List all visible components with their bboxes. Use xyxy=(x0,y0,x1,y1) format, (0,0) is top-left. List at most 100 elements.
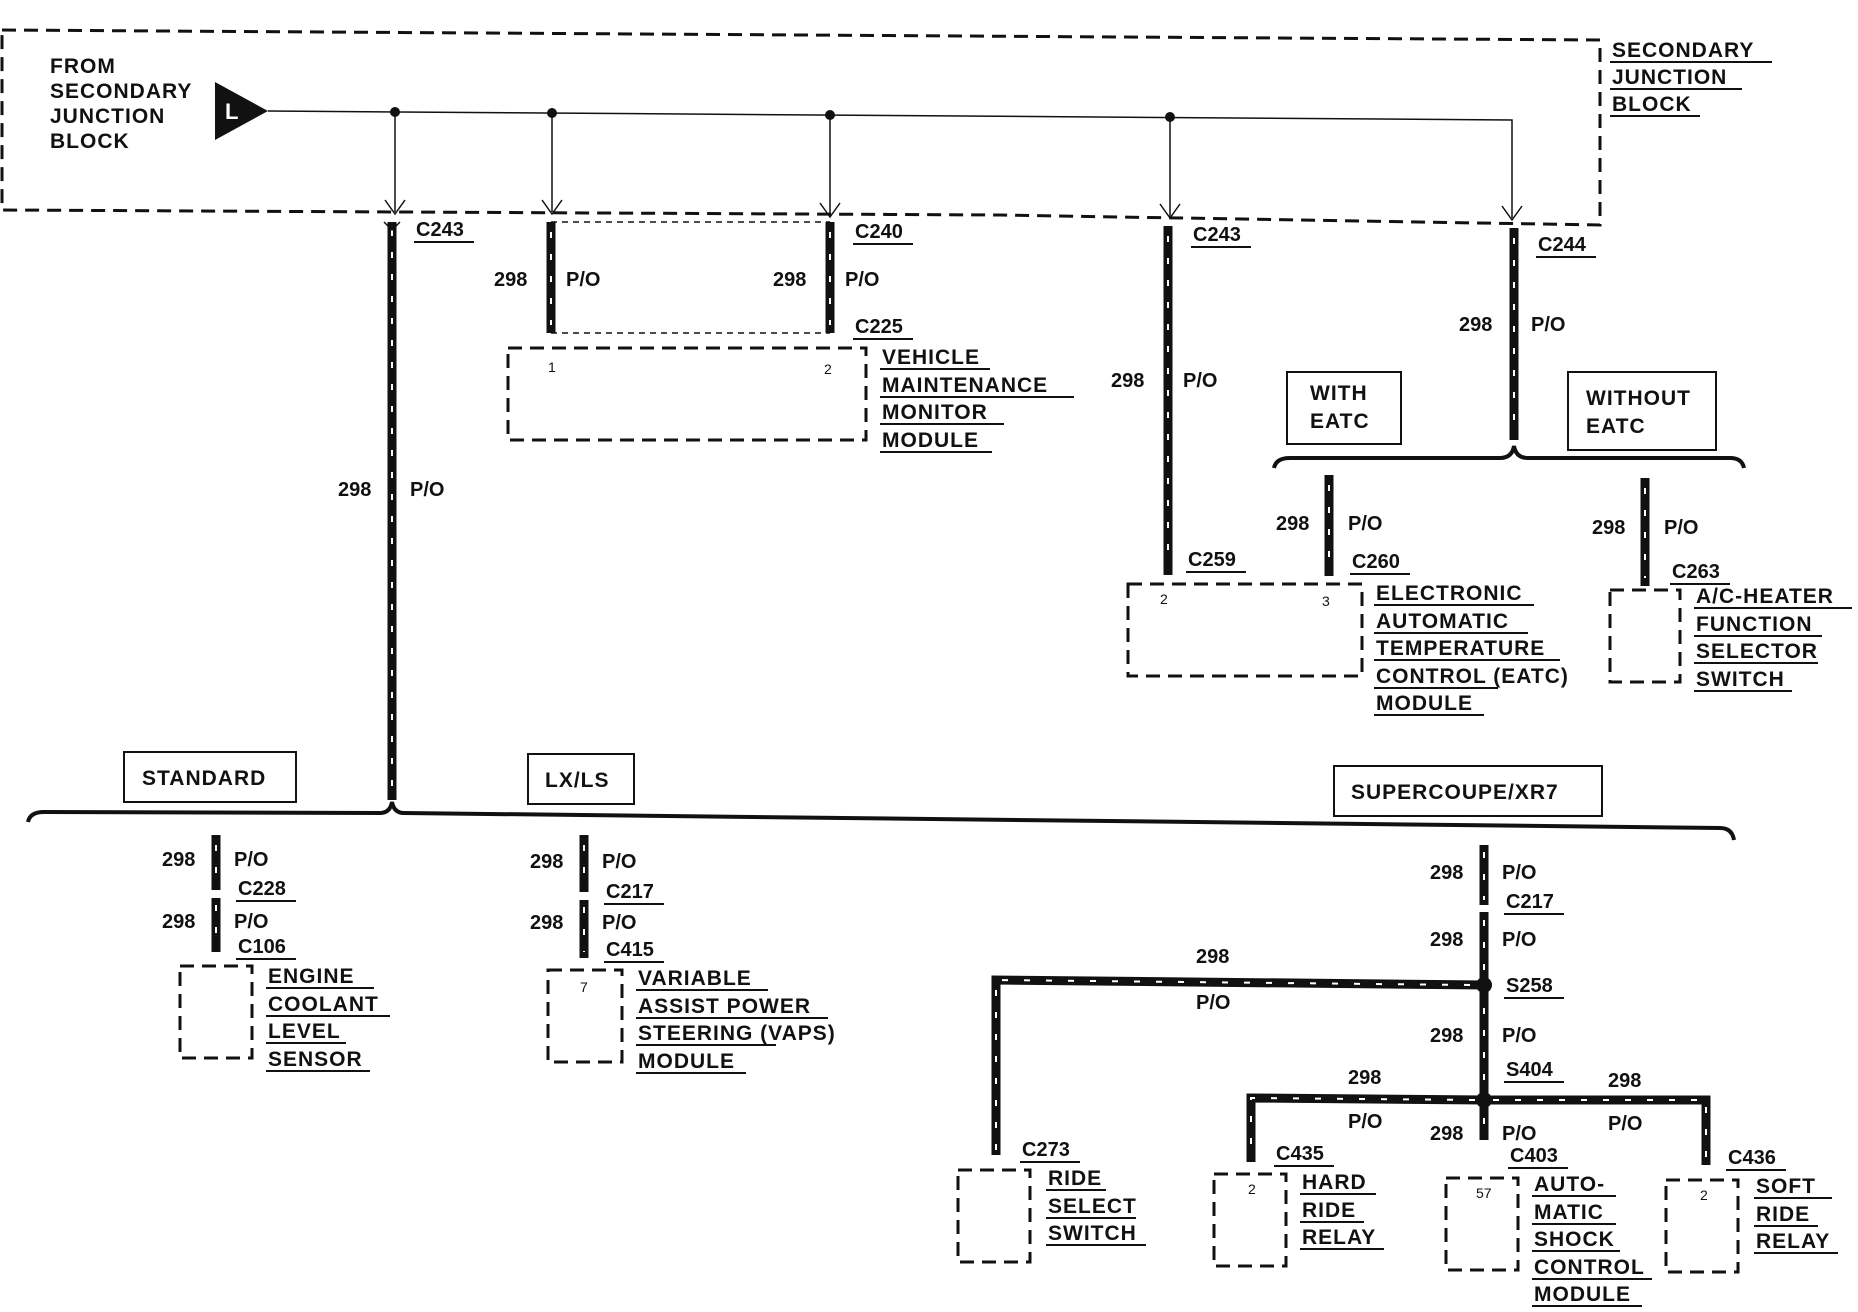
c403-label: C403 xyxy=(1510,1145,1558,1167)
wire-color: P/O xyxy=(234,911,268,933)
soft-line-3: RELAY xyxy=(1756,1230,1830,1253)
vmm-pin-1: 1 xyxy=(548,359,556,375)
circuit-code: 298 xyxy=(1608,1070,1641,1092)
standard-box: STANDARD xyxy=(123,751,297,803)
eatc-option-bus xyxy=(1272,445,1746,469)
ride-line-3: SWITCH xyxy=(1048,1222,1137,1245)
supercoupe-box: SUPERCOUPE/XR7 xyxy=(1333,765,1603,817)
wire-color: P/O xyxy=(1502,1025,1536,1047)
circuit-code: 298 xyxy=(1430,1025,1463,1047)
wire-color: P/O xyxy=(1348,513,1382,535)
circuit-code: 298 xyxy=(1111,370,1144,392)
circuit-code: 298 xyxy=(530,912,563,934)
junction-block-outline xyxy=(0,28,1602,227)
hard-ride-relay: 2 HARD RIDE RELAY xyxy=(1212,1171,1384,1268)
vmm-pin-2: 2 xyxy=(824,361,832,377)
vaps-line-4: MODULE xyxy=(638,1050,735,1073)
c415-label: C415 xyxy=(606,939,654,961)
wire-color: P/O xyxy=(1664,517,1698,539)
asc-line-5: MODULE xyxy=(1534,1283,1631,1306)
wire-color: P/O xyxy=(1502,929,1536,951)
s404-to-hard-ride: 298 P/O C435 xyxy=(1246,1067,1485,1167)
source-label: FROM SECONDARY JUNCTION BLOCK xyxy=(50,55,192,153)
soft-line-2: RIDE xyxy=(1756,1203,1810,1226)
c259-label: C259 xyxy=(1188,549,1236,571)
circuit-code: 298 xyxy=(530,851,563,873)
wire-color: P/O xyxy=(602,851,636,873)
c225-label: C225 xyxy=(855,316,903,338)
c260-label: C260 xyxy=(1352,551,1400,573)
ach-line-4: SWITCH xyxy=(1696,668,1785,691)
internal-bus xyxy=(267,107,1523,222)
eatc-module: 2 3 ELECTRONIC AUTOMATIC TEMPERATURE CON… xyxy=(1126,582,1569,716)
without-eatc-box: WITHOUT EATC xyxy=(1567,371,1717,451)
circuit-code: 298 xyxy=(162,911,195,933)
with-eatc-box: WITH EATC xyxy=(1286,371,1402,445)
top-wire-codes: 298 P/O 298 P/O 298 P/O 298 P/O 298 P/O xyxy=(338,269,1565,501)
sjb-line-3: BLOCK xyxy=(1612,93,1692,116)
hard-line-2: RIDE xyxy=(1302,1199,1356,1222)
source-line-1: FROM xyxy=(50,55,116,78)
wire-color: P/O xyxy=(1183,370,1217,392)
vmm-line-2: MAINTENANCE xyxy=(882,374,1048,397)
top-connector-labels: C243 C240 C225 C243 C244 xyxy=(414,219,1596,340)
eatc-line-1: ELECTRONIC xyxy=(1376,582,1523,605)
lxls-label: LX/LS xyxy=(545,769,610,792)
without-eatc-line-1: WITHOUT xyxy=(1586,387,1691,410)
vmm-line-1: VEHICLE xyxy=(882,346,980,369)
c106-label: C106 xyxy=(238,936,286,958)
c228-label: C228 xyxy=(238,878,286,900)
ach-line-3: SELECTOR xyxy=(1696,640,1818,663)
standard-branch: 298 P/O C228 298 P/O C106 xyxy=(162,835,296,960)
wire-color: P/O xyxy=(1531,314,1565,336)
wire-color: P/O xyxy=(1502,1123,1536,1145)
ride-select-switch: RIDE SELECT SWITCH xyxy=(956,1167,1146,1264)
soft-line-1: SOFT xyxy=(1756,1175,1816,1198)
c217-lx-label: C217 xyxy=(606,881,654,903)
vaps-line-3: STEERING (VAPS) xyxy=(638,1022,836,1045)
ach-switch: A/C-HEATER FUNCTION SELECTOR SWITCH xyxy=(1608,585,1852,692)
circuit-code: 298 xyxy=(1459,314,1492,336)
sjb-line-1: SECONDARY xyxy=(1612,39,1754,62)
c263-label: C263 xyxy=(1672,561,1720,583)
with-eatc-line-2: EATC xyxy=(1310,410,1370,433)
asc-line-4: CONTROL xyxy=(1534,1256,1645,1279)
circuit-code: 298 xyxy=(1348,1067,1381,1089)
ecl-line-2: COOLANT xyxy=(268,993,379,1016)
circuit-code: 298 xyxy=(494,269,527,291)
circuit-code: 298 xyxy=(1196,946,1229,968)
circuit-code: 298 xyxy=(773,269,806,291)
ecl-line-3: LEVEL xyxy=(268,1020,341,1043)
s404-to-shock-control: 298 P/O C403 xyxy=(1430,1123,1568,1169)
hard-line-1: HARD xyxy=(1302,1171,1367,1194)
vaps-line-1: VARIABLE xyxy=(638,967,752,990)
wire-color: P/O xyxy=(410,479,444,501)
asc-line-3: SHOCK xyxy=(1534,1228,1615,1251)
wire-c243-left xyxy=(383,221,401,800)
circuit-code: 298 xyxy=(162,849,195,871)
c217-sc-label: C217 xyxy=(1506,891,1554,913)
s258-to-ride-select: 298 P/O C273 xyxy=(991,946,1485,1163)
ecl-line-4: SENSOR xyxy=(268,1048,363,1071)
s258-label: S258 xyxy=(1506,975,1553,997)
without-eatc-line-2: EATC xyxy=(1586,415,1646,438)
hard-pin-2: 2 xyxy=(1248,1181,1256,1197)
c243-right-label: C243 xyxy=(1193,224,1241,246)
c243-left-label: C243 xyxy=(416,219,464,241)
circuit-code: 298 xyxy=(1430,929,1463,951)
ecl-line-1: ENGINE xyxy=(268,965,355,988)
terminal-label: L xyxy=(225,99,238,124)
c240-label: C240 xyxy=(855,221,903,243)
eatc-line-4: CONTROL (EATC) xyxy=(1376,665,1569,688)
c435-label: C435 xyxy=(1276,1143,1324,1165)
source-line-3: JUNCTION xyxy=(50,105,165,128)
lxls-box: LX/LS xyxy=(527,753,635,805)
wire-color: P/O xyxy=(845,269,879,291)
wire-color: P/O xyxy=(234,849,268,871)
supercoupe-label: SUPERCOUPE/XR7 xyxy=(1351,781,1559,804)
ach-line-2: FUNCTION xyxy=(1696,613,1813,636)
source-line-2: SECONDARY xyxy=(50,80,192,103)
circuit-code: 298 xyxy=(1430,862,1463,884)
wire-color: P/O xyxy=(1502,862,1536,884)
s404-to-soft-ride: 298 P/O C436 xyxy=(1484,1070,1786,1171)
